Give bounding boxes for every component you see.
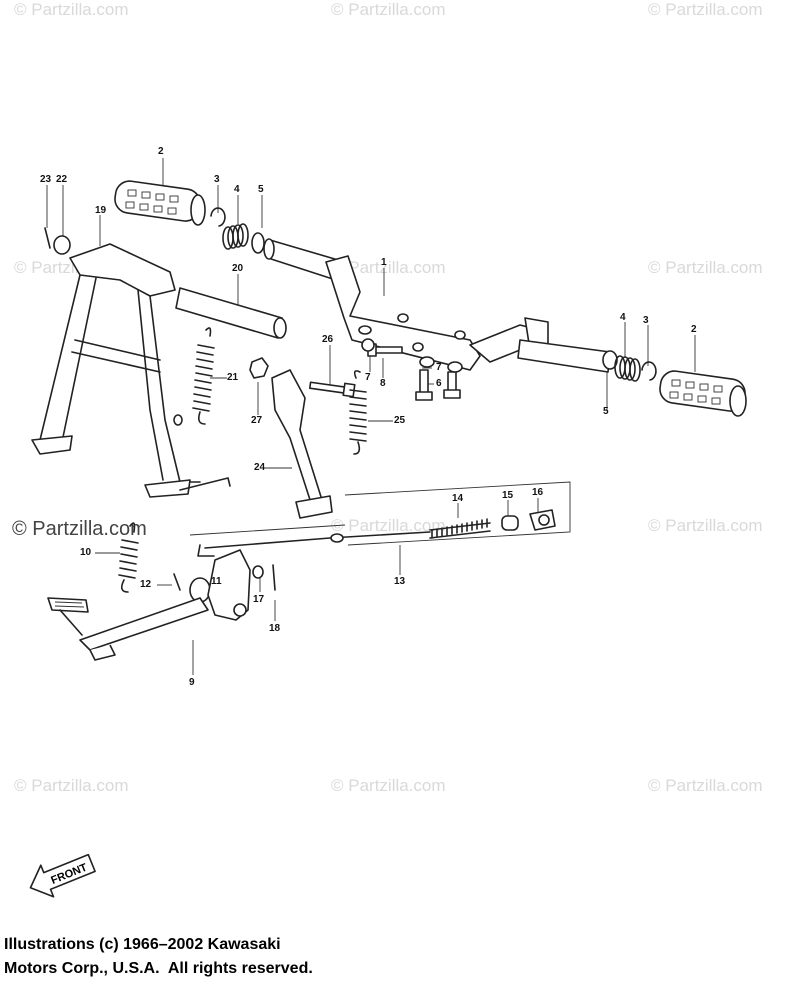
- stand-shaft: [175, 287, 287, 339]
- callout: 10: [80, 547, 92, 558]
- callout: 11: [211, 576, 222, 587]
- callout: 24: [254, 462, 266, 473]
- callout: 5: [258, 184, 264, 195]
- footrest-bar: [263, 238, 611, 373]
- watermark: © Partzilla.com: [331, 0, 446, 19]
- watermark: © Partzilla.com: [648, 0, 763, 19]
- callout: 16: [532, 487, 544, 498]
- callout: 20: [232, 263, 244, 274]
- callout: 5: [603, 406, 609, 417]
- footpeg-rubber-left: [114, 180, 206, 226]
- callout: 8: [380, 378, 386, 389]
- callout: 22: [56, 174, 68, 185]
- callout: 7: [365, 372, 371, 383]
- callout: 14: [452, 493, 464, 504]
- callout: 15: [502, 490, 514, 501]
- copyright-line-1: Illustrations (c) 1966–2002 Kawasaki: [4, 936, 281, 953]
- callout: 21: [227, 372, 239, 383]
- bolt-26: [308, 381, 356, 398]
- callout: 2: [158, 146, 164, 157]
- spring-25: [349, 370, 367, 455]
- callout: 4: [620, 312, 626, 323]
- copyright-line-2: Motors Corp., U.S.A. All rights reserved…: [4, 960, 313, 977]
- footpeg-rubber-right: [659, 370, 747, 417]
- callout: 23: [40, 174, 52, 185]
- spring-4-left: [222, 223, 249, 250]
- spring-14: [429, 518, 491, 539]
- callout: 2: [691, 324, 697, 335]
- callout: 18: [269, 623, 281, 634]
- watermark: © Partzilla.com: [648, 776, 763, 795]
- watermark: © Partzilla.com: [12, 518, 147, 540]
- spring-10: [118, 522, 139, 593]
- watermark: © Partzilla.com: [331, 776, 446, 795]
- callout: 19: [95, 205, 107, 216]
- center-stand: [31, 243, 231, 498]
- callout: 9: [189, 677, 195, 688]
- watermark: © Partzilla.com: [331, 258, 446, 277]
- watermark: © Partzilla.com: [648, 516, 763, 535]
- side-stand: [271, 369, 333, 519]
- bolt-6b: [443, 371, 461, 399]
- watermark: © Partzilla.com: [331, 516, 446, 535]
- copyright-notice: Illustrations (c) 1966–2002 Kawasaki Mot…: [4, 933, 313, 981]
- callout: 12: [140, 579, 152, 590]
- callout: 25: [394, 415, 406, 426]
- brake-rod: [197, 531, 431, 557]
- callout: 13: [394, 576, 406, 587]
- watermark: © Partzilla.com: [14, 776, 129, 795]
- callout: 3: [643, 315, 649, 326]
- spring-21: [192, 327, 215, 425]
- front-arrow: FRONT: [29, 853, 96, 898]
- spring-4-right: [614, 355, 641, 382]
- callout: 4: [234, 184, 240, 195]
- callout: 7: [436, 362, 442, 373]
- brake-pedal: [47, 549, 251, 661]
- watermark: © Partzilla.com: [648, 258, 763, 277]
- watermark: © Partzilla.com: [14, 0, 129, 19]
- callout: 1: [381, 257, 387, 268]
- bolt-6a: [415, 369, 433, 401]
- callout: 6: [436, 378, 442, 389]
- callout: 27: [251, 415, 263, 426]
- callout: 26: [322, 334, 334, 345]
- callout: 17: [253, 594, 265, 605]
- callout: 3: [214, 174, 220, 185]
